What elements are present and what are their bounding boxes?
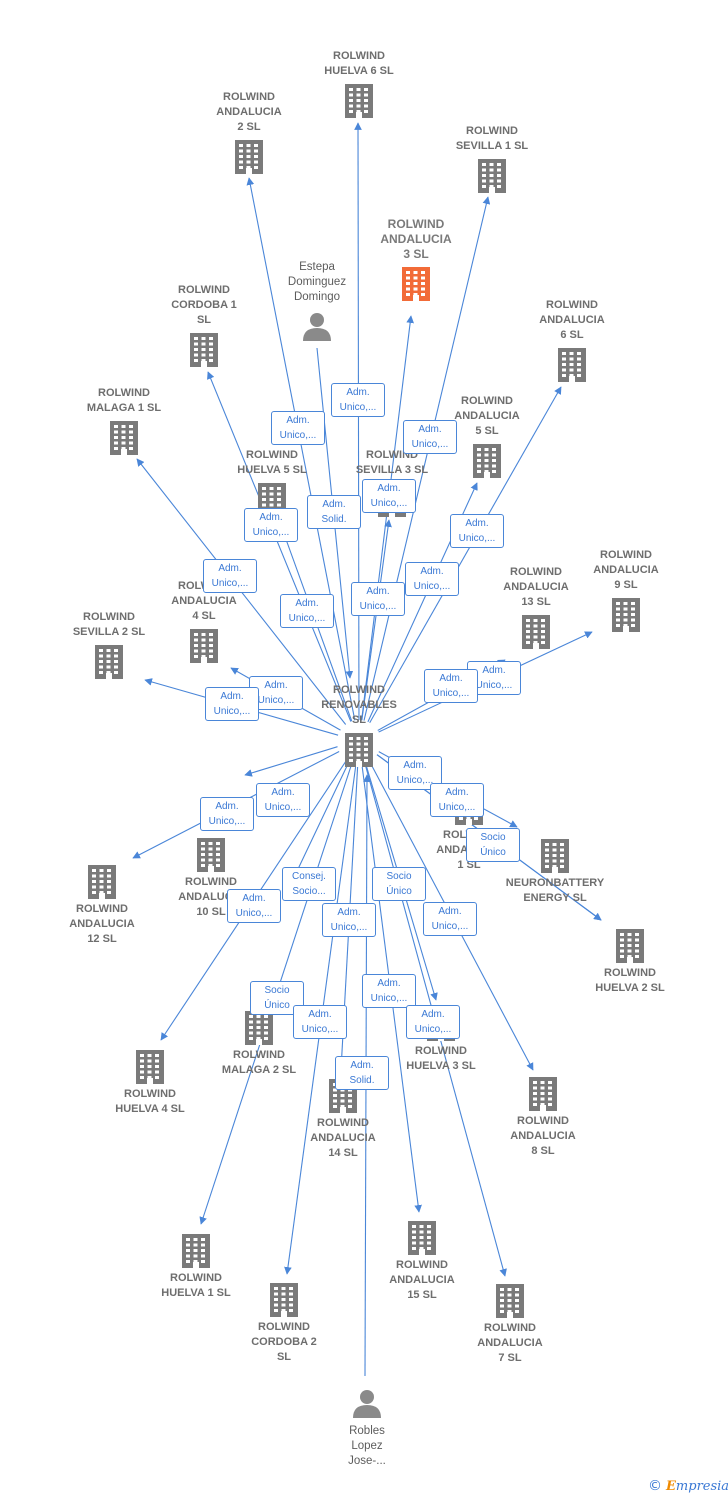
building-icon-andalucia10[interactable] bbox=[197, 838, 225, 872]
edge-center-huelva6 bbox=[354, 122, 362, 721]
edge-label-andalucia7[interactable]: Adm. Unico,... bbox=[406, 1005, 460, 1039]
edge-label-andalucia9[interactable]: Adm. Unico,... bbox=[467, 661, 521, 695]
building-icon-malaga1[interactable] bbox=[110, 421, 138, 455]
building-icon-andalucia15[interactable] bbox=[408, 1221, 436, 1255]
edge-label-huelva4[interactable]: Adm. Unico,... bbox=[227, 889, 281, 923]
building-icon-cordoba1[interactable] bbox=[190, 333, 218, 367]
building-icon-andalucia8[interactable] bbox=[529, 1077, 557, 1111]
edge-label-cordoba2[interactable]: Adm. Unico,... bbox=[293, 1005, 347, 1039]
node-label-sevilla2[interactable]: ROLWIND SEVILLA 2 SL bbox=[72, 611, 146, 638]
building-icon-andalucia12[interactable] bbox=[88, 865, 116, 899]
building-icon-cordoba2[interactable] bbox=[270, 1283, 298, 1317]
node-label-cordoba2[interactable]: ROLWIND CORDOBA 2 SL bbox=[251, 1321, 317, 1363]
building-icon-focus[interactable] bbox=[402, 267, 430, 301]
node-label-center[interactable]: ROLWIND RENOVABLES SL bbox=[321, 684, 397, 726]
node-label-andalucia9[interactable]: ROLWIND ANDALUCIA 9 SL bbox=[593, 549, 659, 591]
building-icon-andalucia5[interactable] bbox=[473, 444, 501, 478]
edge-label-cordoba1[interactable]: Adm. Unico,... bbox=[244, 508, 298, 542]
edge-center-andalucia10 bbox=[244, 746, 338, 777]
node-label-neuron[interactable]: NEURONBATTERY ENERGY SL bbox=[505, 877, 605, 904]
edge-label-neuron[interactable]: Socio Único bbox=[466, 828, 520, 862]
node-label-malaga2[interactable]: ROLWIND MALAGA 2 SL bbox=[221, 1049, 297, 1076]
edge-center-andalucia2 bbox=[246, 177, 356, 721]
edge-label-huelva1[interactable]: Consej. Socio... bbox=[282, 867, 336, 901]
node-label-andalucia6[interactable]: ROLWIND ANDALUCIA 6 SL bbox=[539, 299, 605, 341]
empresia-brand: © Empresia bbox=[648, 1478, 728, 1494]
edge-center-andalucia6 bbox=[369, 386, 562, 724]
edge-label-malaga1[interactable]: Adm. Unico,... bbox=[203, 559, 257, 593]
edge-label-andalucia2[interactable]: Adm. Unico,... bbox=[271, 411, 325, 445]
building-icon-andalucia9[interactable] bbox=[612, 598, 640, 632]
node-label-huelva5[interactable]: ROLWIND HUELVA 5 SL bbox=[237, 449, 307, 476]
node-label-andalucia8[interactable]: ROLWIND ANDALUCIA 8 SL bbox=[510, 1115, 576, 1157]
edge-label-andalucia8[interactable]: Adm. Unico,... bbox=[423, 902, 477, 936]
edge-label-estepa[interactable]: Adm. Solid. bbox=[307, 495, 361, 529]
edge-center-focus bbox=[361, 315, 414, 721]
edge-label-sevilla3[interactable]: Adm. Unico,... bbox=[351, 582, 405, 616]
brand-name: mpresia bbox=[675, 1479, 728, 1494]
building-icon-andalucia2[interactable] bbox=[235, 140, 263, 174]
edge-label-andalucia6[interactable]: Adm. Unico,... bbox=[450, 514, 504, 548]
edge-label-robles[interactable]: Adm. Solid. bbox=[335, 1056, 389, 1090]
node-label-andalucia2[interactable]: ROLWIND ANDALUCIA 2 SL bbox=[216, 91, 282, 133]
edge-label-sevilla2[interactable]: Adm. Unico,... bbox=[205, 687, 259, 721]
node-label-huelva6[interactable]: ROLWIND HUELVA 6 SL bbox=[324, 50, 394, 77]
node-label-andalucia13[interactable]: ROLWIND ANDALUCIA 13 SL bbox=[503, 566, 569, 608]
building-icon-sevilla1[interactable] bbox=[478, 159, 506, 193]
edge-label-huelva2[interactable]: Adm. Unico,... bbox=[430, 783, 484, 817]
node-label-huelva3[interactable]: ROLWIND HUELVA 3 SL bbox=[406, 1045, 476, 1072]
node-label-sevilla1[interactable]: ROLWIND SEVILLA 1 SL bbox=[455, 125, 529, 152]
edge-center-sevilla3 bbox=[361, 519, 392, 721]
node-label-sevilla3[interactable]: ROLWIND SEVILLA 3 SL bbox=[355, 449, 429, 476]
edge-label-huelva3[interactable]: Socio Único bbox=[372, 867, 426, 901]
node-label-huelva2[interactable]: ROLWIND HUELVA 2 SL bbox=[595, 967, 665, 994]
node-label-huelva4[interactable]: ROLWIND HUELVA 4 SL bbox=[115, 1088, 185, 1115]
edge-label-malaga2[interactable]: Socio Único bbox=[250, 981, 304, 1015]
building-icon-neuron[interactable] bbox=[541, 839, 569, 873]
building-icon-malaga2[interactable] bbox=[245, 1011, 273, 1045]
building-icon-huelva1[interactable] bbox=[182, 1234, 210, 1268]
building-icon-andalucia4[interactable] bbox=[190, 629, 218, 663]
edge-label-andalucia10[interactable]: Adm. Unico,... bbox=[256, 783, 310, 817]
node-label-andalucia15[interactable]: ROLWIND ANDALUCIA 15 SL bbox=[389, 1259, 455, 1301]
edge-center-cordoba1 bbox=[207, 371, 352, 722]
copyright-symbol: © bbox=[648, 1478, 662, 1494]
edge-label-andalucia14[interactable]: Adm. Unico,... bbox=[322, 903, 376, 937]
node-label-andalucia5[interactable]: ROLWIND ANDALUCIA 5 SL bbox=[454, 395, 520, 437]
edge-center-malaga2 bbox=[288, 761, 350, 889]
building-icon-andalucia13[interactable] bbox=[522, 615, 550, 649]
edge-label-andalucia12[interactable]: Adm. Unico,... bbox=[200, 797, 254, 831]
building-icon-huelva2[interactable] bbox=[616, 929, 644, 963]
edge-label-focus[interactable]: Adm. Unico,... bbox=[362, 479, 416, 513]
node-label-andalucia7[interactable]: ROLWIND ANDALUCIA 7 SL bbox=[477, 1322, 543, 1364]
building-icon-sevilla2[interactable] bbox=[95, 645, 123, 679]
node-label-malaga1[interactable]: ROLWIND MALAGA 1 SL bbox=[86, 387, 162, 414]
building-icon-center[interactable] bbox=[345, 733, 373, 767]
edge-label-andalucia13[interactable]: Adm. Unico,... bbox=[424, 669, 478, 703]
building-icon-huelva4[interactable] bbox=[136, 1050, 164, 1084]
node-label-huelva1[interactable]: ROLWIND HUELVA 1 SL bbox=[161, 1272, 231, 1299]
edge-label-andalucia5[interactable]: Adm. Unico,... bbox=[405, 562, 459, 596]
node-label-cordoba1[interactable]: ROLWIND CORDOBA 1 SL bbox=[171, 284, 237, 326]
node-label-robles[interactable]: Robles Lopez Jose-... bbox=[348, 1425, 386, 1467]
edge-label-huelva6[interactable]: Adm. Unico,... bbox=[331, 383, 385, 417]
brand-initial: E bbox=[666, 1479, 676, 1494]
person-icon-estepa[interactable] bbox=[303, 313, 331, 341]
node-label-estepa[interactable]: Estepa Dominguez Domingo bbox=[287, 261, 347, 303]
edge-label-andalucia15[interactable]: Adm. Unico,... bbox=[362, 974, 416, 1008]
building-icon-andalucia6[interactable] bbox=[558, 348, 586, 382]
building-icon-andalucia7[interactable] bbox=[496, 1284, 524, 1318]
person-icon-robles[interactable] bbox=[353, 1390, 381, 1418]
edge-center-sevilla1 bbox=[363, 196, 491, 721]
edge-label-sevilla1[interactable]: Adm. Unico,... bbox=[403, 420, 457, 454]
node-label-andalucia14[interactable]: ROLWIND ANDALUCIA 14 SL bbox=[310, 1117, 376, 1159]
node-label-focus[interactable]: ROLWIND ANDALUCIA 3 SL bbox=[380, 217, 452, 261]
node-label-andalucia12[interactable]: ROLWIND ANDALUCIA 12 SL bbox=[69, 903, 135, 945]
edge-label-huelva5[interactable]: Adm. Unico,... bbox=[280, 594, 334, 628]
building-icon-huelva6[interactable] bbox=[345, 84, 373, 118]
